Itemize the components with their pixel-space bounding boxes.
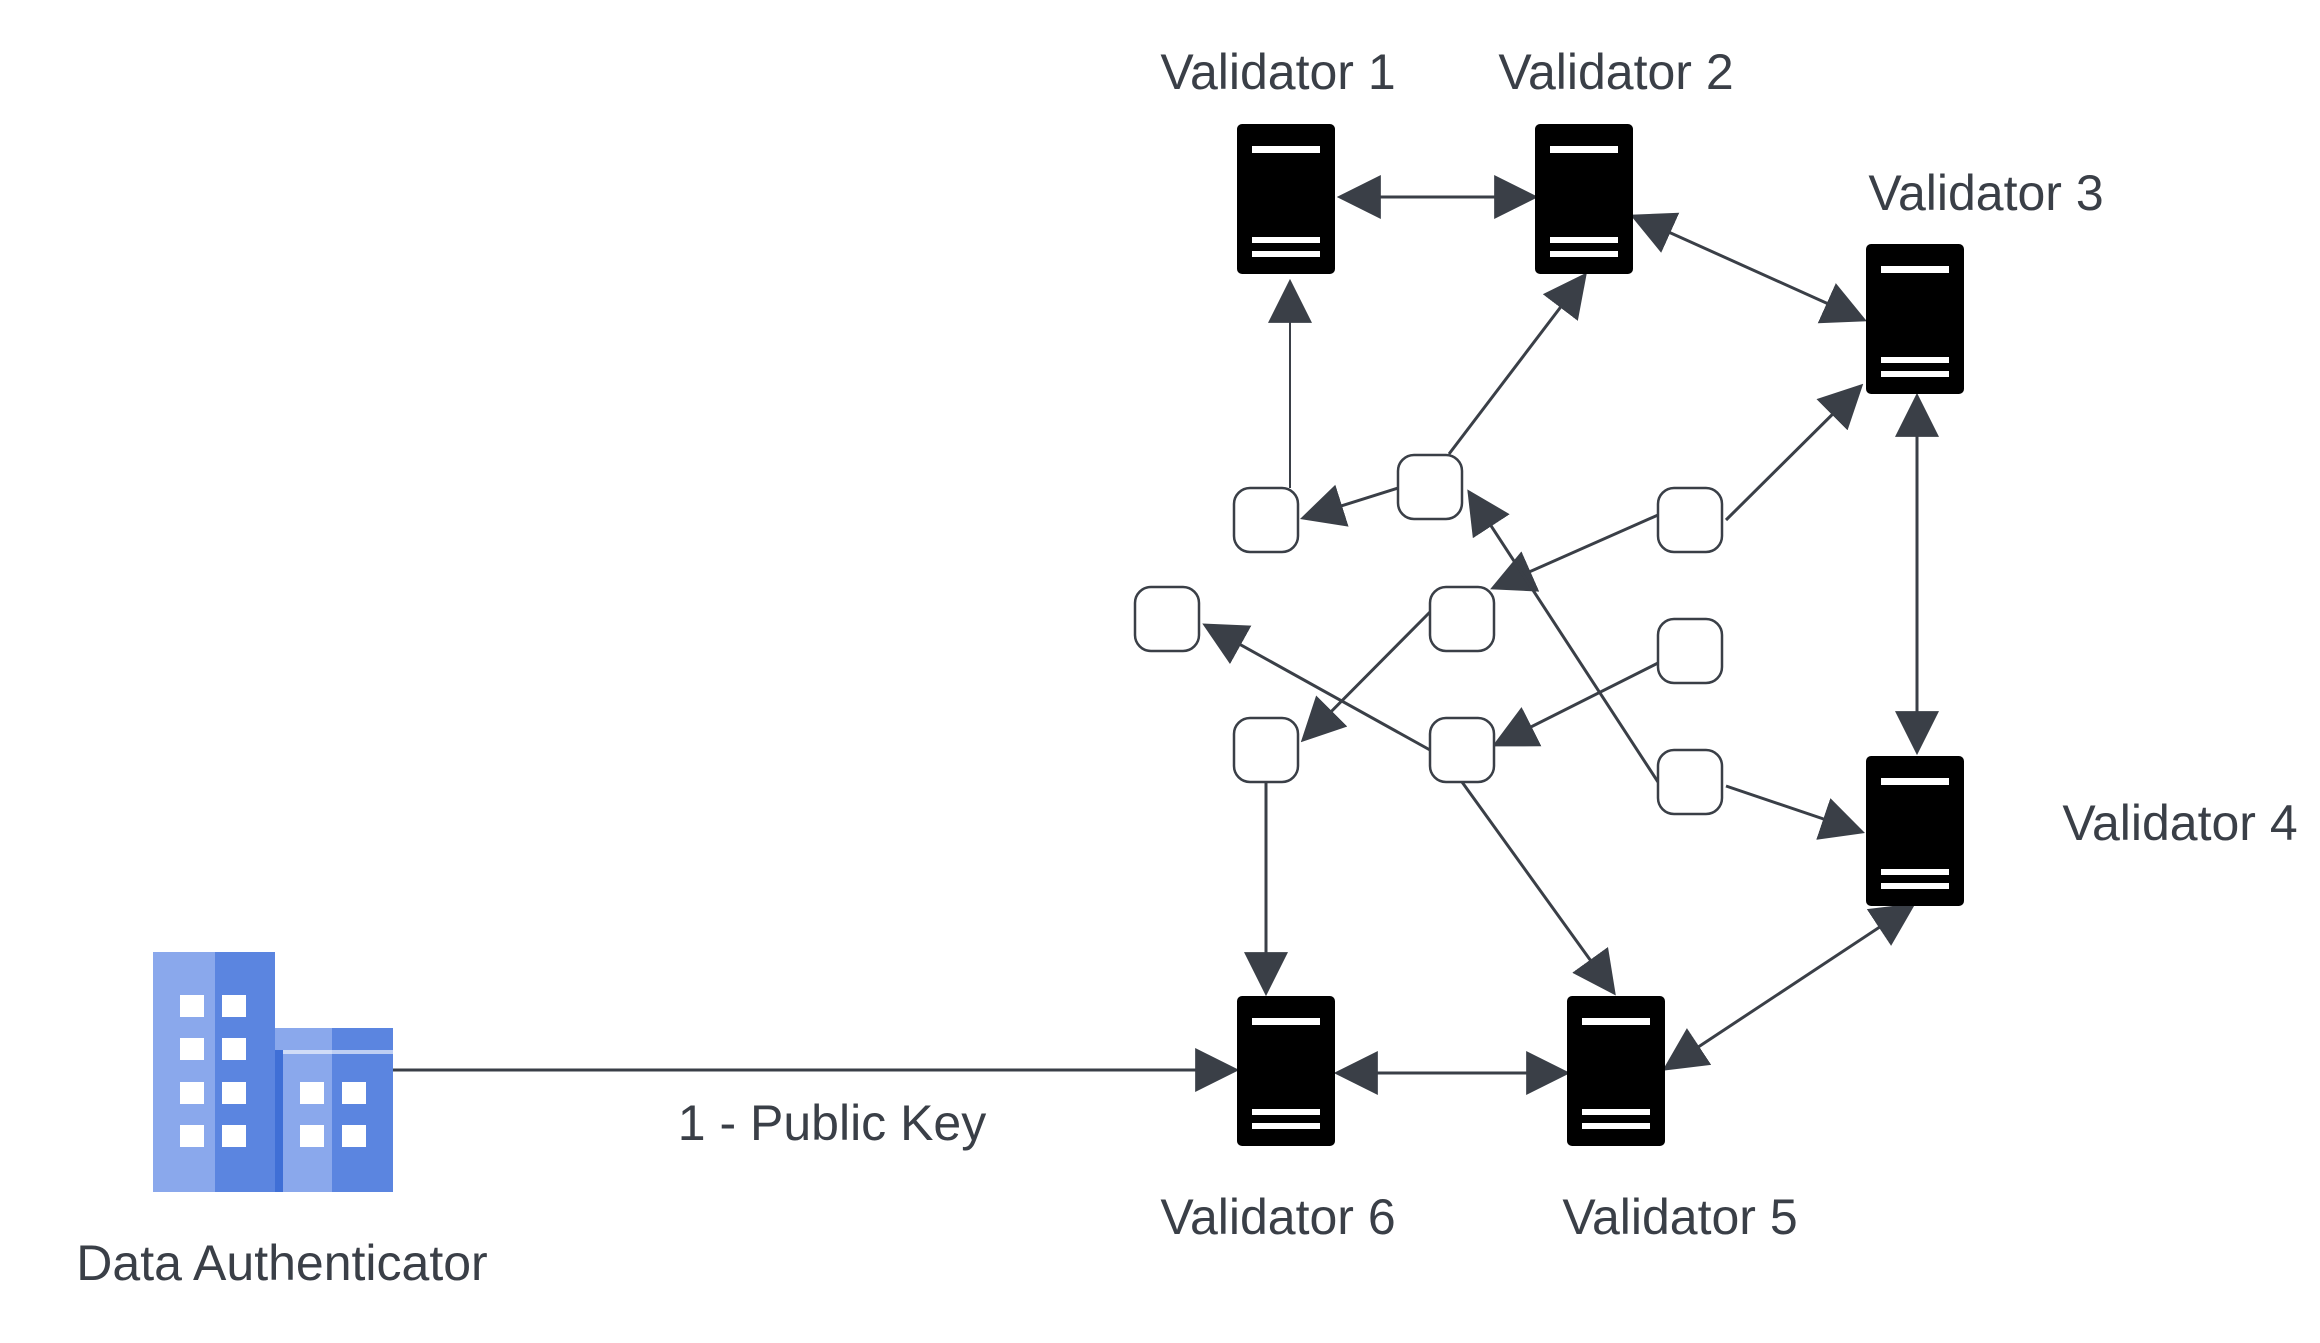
edge-ne-nf	[1300, 610, 1432, 743]
relay-node[interactable]	[1656, 486, 1724, 554]
relay-node[interactable]	[1232, 486, 1300, 554]
data-authenticator[interactable]: Data Authenticator	[76, 952, 488, 1291]
relay-node[interactable]	[1428, 585, 1496, 653]
validator-label: Validator 6	[1160, 1189, 1395, 1245]
validator-1[interactable]: Validator 1	[1160, 44, 1396, 274]
validator-3[interactable]: Validator 3	[1866, 165, 2104, 394]
edge-nc-ne	[1490, 513, 1659, 592]
server-icon	[1866, 756, 1964, 906]
relay-node[interactable]	[1656, 617, 1724, 685]
relay-node[interactable]	[1232, 716, 1300, 784]
edge-nh-v5	[1460, 781, 1616, 996]
relay-node[interactable]	[1396, 453, 1464, 521]
edge-v4-v5	[1662, 903, 1916, 1071]
edge-ng-nh	[1492, 661, 1659, 747]
edges	[393, 175, 1939, 1095]
relay-nodes	[1133, 453, 1724, 816]
edge-nb-v2	[1447, 272, 1587, 455]
validator-label: Validator 1	[1160, 44, 1395, 100]
validator-label: Validator 4	[2062, 795, 2297, 851]
validator-6[interactable]: Validator 6	[1160, 996, 1396, 1245]
server-icon	[1567, 996, 1665, 1146]
server-icon	[1866, 244, 1964, 394]
relay-node[interactable]	[1133, 585, 1201, 653]
server-icon	[1535, 124, 1633, 274]
edge-nc-v3	[1724, 383, 1864, 522]
edge-nh-nd	[1202, 623, 1431, 752]
edge-ni-nb	[1467, 489, 1660, 783]
authenticator-label: Data Authenticator	[76, 1235, 487, 1291]
validator-2[interactable]: Validator 2	[1498, 44, 1734, 274]
server-icon	[1237, 996, 1335, 1146]
building-icon	[153, 952, 393, 1192]
edge-v2-v3	[1630, 212, 1867, 324]
validator-4[interactable]: Validator 4	[1866, 756, 2298, 906]
edge-ni-v4	[1725, 784, 1865, 840]
validator-label: Validator 3	[1868, 165, 2103, 221]
validator-5[interactable]: Validator 5	[1562, 996, 1798, 1245]
relay-node[interactable]	[1428, 716, 1496, 784]
validator-label: Validator 2	[1498, 44, 1733, 100]
relay-node[interactable]	[1656, 748, 1724, 816]
validator-label: Validator 5	[1562, 1189, 1797, 1245]
edge-nb-na	[1300, 484, 1399, 527]
public-key-label: 1 - Public Key	[678, 1095, 986, 1151]
server-icon	[1237, 124, 1335, 274]
